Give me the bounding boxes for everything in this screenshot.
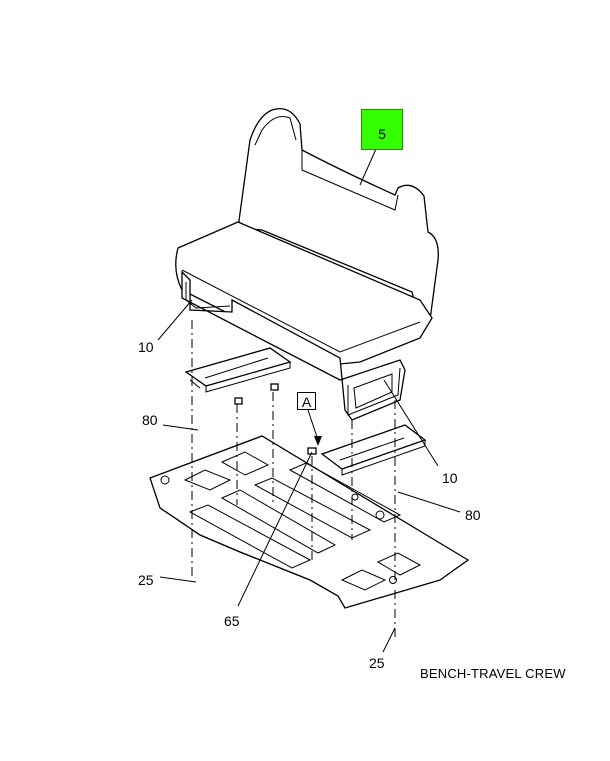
callout-10-left: 10 [138, 339, 154, 355]
callout-25-left: 25 [138, 572, 154, 588]
callout-80-right: 80 [465, 507, 481, 523]
bracket-right [320, 424, 427, 476]
alignment-lines [191, 320, 396, 640]
bracket-left [184, 347, 292, 393]
leader-lines [157, 139, 461, 653]
callout-10-right: 10 [442, 470, 458, 486]
callout-80-left: 80 [142, 412, 158, 428]
bench-seat [175, 107, 439, 421]
callout-65: 65 [224, 613, 240, 629]
callout-25-bottom: 25 [369, 655, 385, 671]
item-5-label: 5 [378, 126, 386, 142]
fasteners [234, 383, 317, 455]
item-5-hotspot[interactable]: 5 [361, 109, 403, 150]
floor-pan [149, 435, 470, 609]
detail-marker-a[interactable]: A [297, 392, 316, 410]
diagram-caption: BENCH-TRAVEL CREW [420, 666, 566, 681]
detail-marker-label: A [301, 394, 312, 410]
